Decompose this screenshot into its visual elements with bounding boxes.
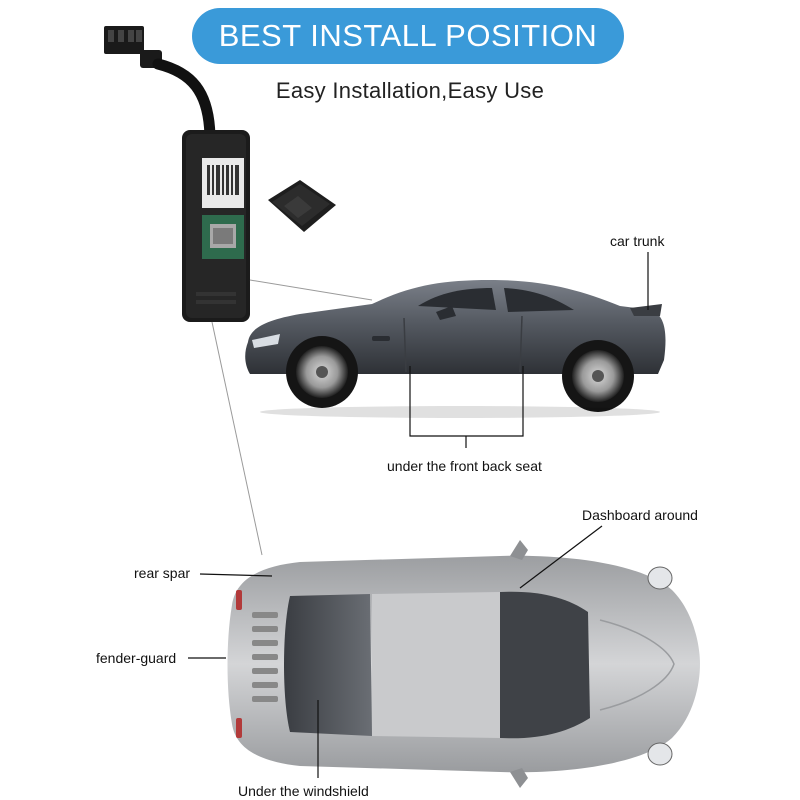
gps-tracker-device [104,26,250,322]
rear-window [504,288,574,312]
title-banner: BEST INSTALL POSITION [192,8,624,64]
label-fender-guard: fender-guard [96,650,177,666]
windshield [500,591,590,739]
rear-engine-vents [252,612,278,702]
rear-spoiler [630,304,662,316]
side-mirror [436,306,456,320]
front-window [418,288,496,310]
pointer-dashboard [519,525,603,589]
label-under-seat: under the front back seat [387,458,542,474]
rear-window-top [284,594,372,736]
headlight-right [647,742,673,766]
label-windshield: Under the windshield [238,783,369,799]
tail-light-right [236,718,242,738]
headlight-left [647,566,673,590]
pointer-rear-spar [199,573,273,577]
side-view-car [245,280,666,418]
bracket-under-seat [409,366,524,437]
top-view-car [227,540,700,788]
tail-light-left [236,590,242,610]
leader-line-device-side [249,279,373,301]
leader-line-device-top [211,321,263,556]
headlight [252,334,280,348]
device-cover [268,180,336,232]
subtitle-text: Easy Installation,Easy Use [275,78,545,103]
wire-cable [152,58,216,146]
label-rear-spar: rear spar [134,565,191,581]
title-text: BEST INSTALL POSITION [218,18,598,53]
roof [372,592,500,738]
label-car-trunk: car trunk [610,233,665,249]
label-dashboard: Dashboard around [582,507,698,523]
mirror-right [510,768,528,788]
mirror-left [510,540,528,560]
